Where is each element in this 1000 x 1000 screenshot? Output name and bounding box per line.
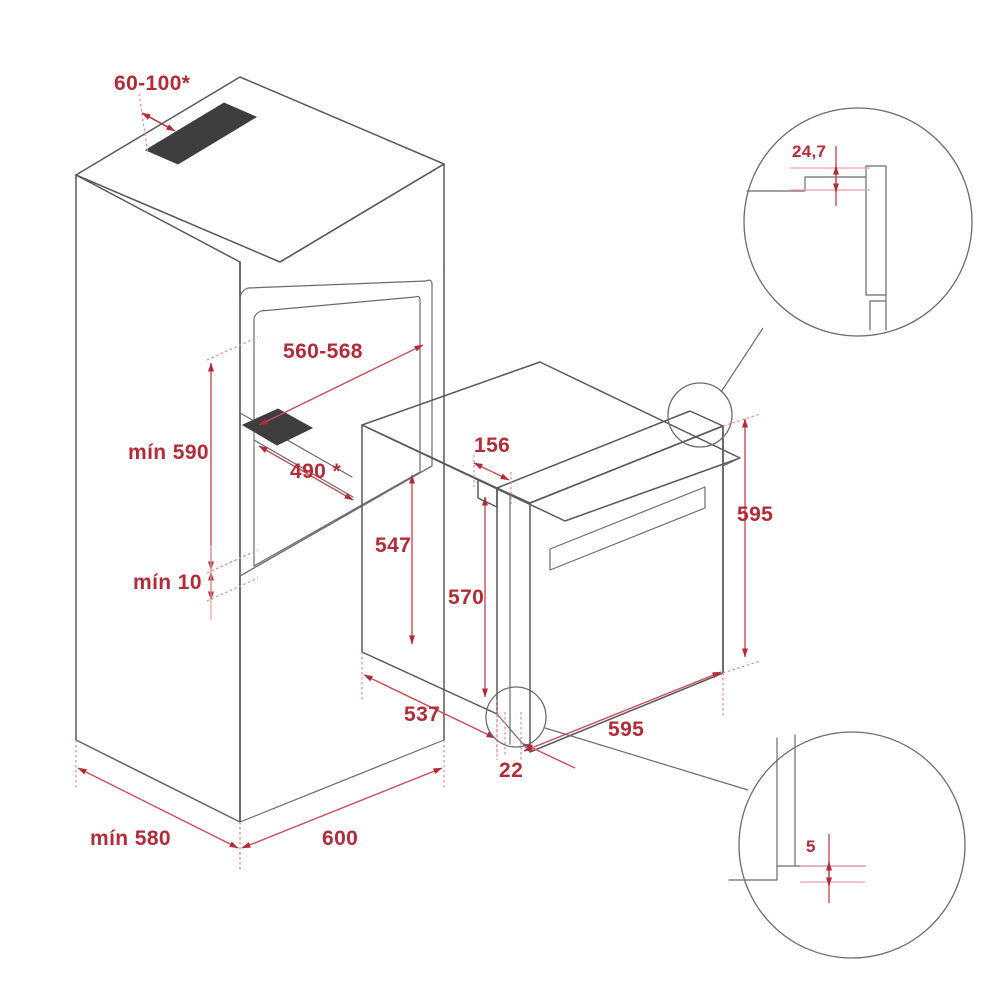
- label-vent-gap: 60-100*: [114, 72, 191, 95]
- niche-outer-frame: [239, 279, 433, 577]
- label-537: 537: [404, 703, 440, 726]
- detail-leader-top: [720, 327, 764, 393]
- dim-22: [523, 743, 576, 769]
- ext-590-top: [206, 336, 259, 361]
- label-570: 570: [448, 586, 484, 609]
- cabinet-vent-slot: [144, 102, 258, 165]
- label-600: 600: [322, 827, 358, 850]
- label-595-height: 595: [737, 503, 773, 526]
- niche-vent-strip: [241, 408, 314, 446]
- detail-marker-bottom: [485, 686, 547, 748]
- cabinet-left-face: [75, 174, 241, 823]
- label-5: 5: [806, 837, 816, 856]
- label-156: 156: [474, 434, 510, 457]
- detail-circle-bottom: [738, 731, 966, 959]
- ext-10-top: [206, 549, 259, 574]
- dim-156: [473, 462, 510, 481]
- detail-callout-bottom: 5: [485, 686, 966, 959]
- detail-leader-bottom: [544, 727, 749, 791]
- detail-callout-top: 24,7: [667, 107, 973, 448]
- label-247: 24,7: [792, 142, 826, 161]
- oven-rear-edge: [722, 457, 741, 467]
- detail-circle-top: [743, 107, 973, 337]
- oven-left-face: [361, 424, 498, 715]
- ext-vent-a: [138, 93, 149, 155]
- detail-top-shelf: [746, 176, 867, 192]
- dim-niche-depth: [258, 445, 354, 501]
- dim-niche-width: [258, 344, 424, 426]
- cabinet-right-lower: [239, 739, 445, 823]
- cabinet-top-face: [75, 76, 445, 263]
- oven-door-handle: [549, 486, 706, 571]
- label-547: 547: [375, 534, 411, 557]
- dim-min-580: [77, 767, 239, 849]
- dim-600: [241, 767, 443, 849]
- label-min-590: mín 590: [128, 441, 209, 464]
- cabinet-bottom-left-edge: [75, 739, 241, 823]
- dim-595-width: [523, 671, 722, 752]
- oven-group: [361, 361, 741, 753]
- label-22: 22: [499, 759, 523, 782]
- ext-595h-b: [722, 660, 761, 674]
- dim-537: [363, 674, 496, 739]
- label-min-10: mín 10: [133, 571, 202, 594]
- label-min-580: mín 580: [90, 827, 171, 850]
- label-niche-width: 560-568: [283, 340, 363, 363]
- niche-inner-frame: [253, 295, 421, 567]
- cabinet-dimensions: 60-100* 560-568 mín 590 490 * mín 10 mín…: [75, 72, 445, 872]
- ext-10-bot: [206, 577, 259, 602]
- dim-vent-gap: [141, 112, 176, 132]
- oven-dimensions: 156 547 570 537 595 595 22: [361, 413, 773, 782]
- ext-595h-a: [722, 413, 761, 427]
- label-595-width: 595: [608, 718, 644, 741]
- cabinet-lower-divider: [239, 465, 433, 577]
- oven-front-top-edge: [496, 410, 724, 504]
- label-niche-depth: 490 *: [290, 460, 341, 483]
- detail-marker-top: [667, 382, 733, 448]
- cabinet-right-face-upper: [279, 163, 445, 270]
